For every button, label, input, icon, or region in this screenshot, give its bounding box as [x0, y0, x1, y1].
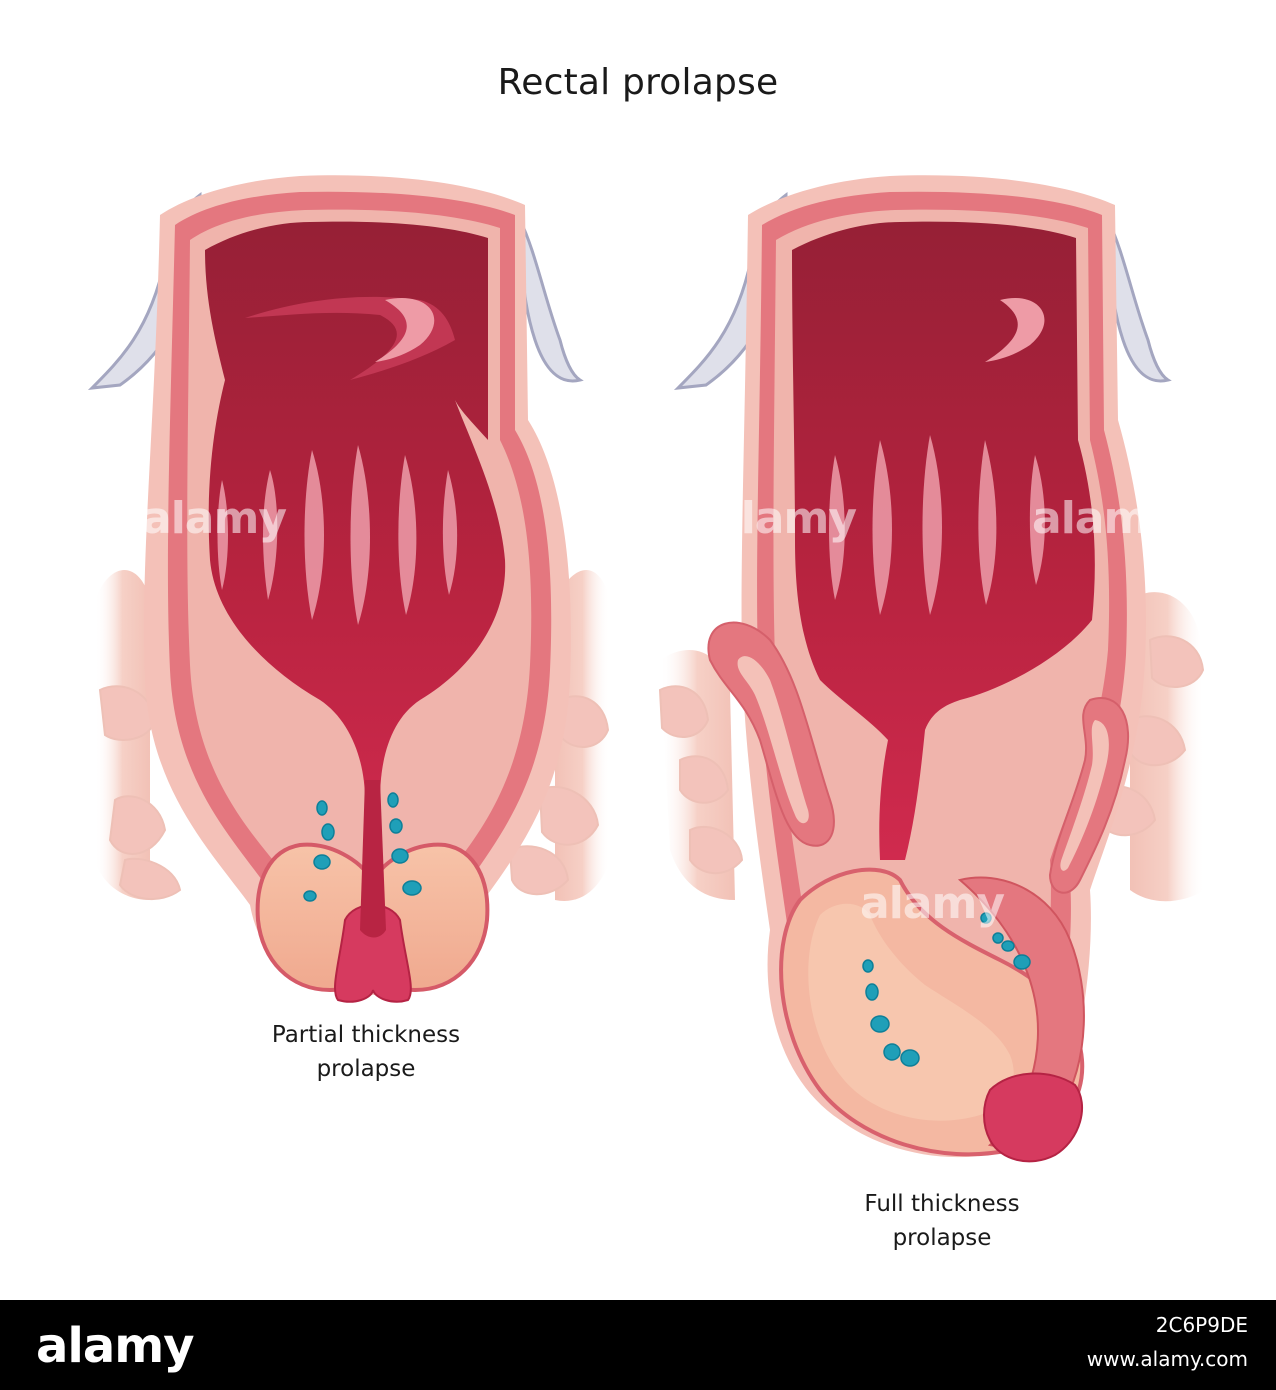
fat-lobules-right	[508, 695, 610, 896]
mucosal-folds	[217, 445, 458, 625]
image-id: 2C6P9DE	[1155, 1313, 1248, 1337]
transverse-fold	[985, 298, 1045, 362]
rectal-lumen	[792, 221, 1095, 861]
fat-lobules-left	[658, 685, 744, 875]
full-prolapse-diagram	[658, 175, 1205, 1163]
site-url: www.alamy.com	[1086, 1347, 1248, 1371]
fold-highlight	[375, 298, 435, 362]
transverse-fold	[245, 296, 455, 380]
watermark: alamy	[1032, 493, 1177, 544]
label-line: Partial thickness	[271, 1022, 461, 1048]
watermark: alamy	[142, 493, 287, 544]
mucosa-rosette	[334, 904, 412, 1003]
peritoneum-right	[518, 219, 584, 383]
partial-prolapse-diagram	[87, 175, 610, 1003]
diagram-title: Rectal prolapse	[497, 62, 779, 103]
anal-canal	[360, 780, 386, 938]
label-line: prolapse	[892, 1225, 992, 1251]
mucosal-folds	[829, 435, 1045, 615]
fat-lobules-left	[98, 685, 182, 901]
label-line: prolapse	[316, 1056, 416, 1082]
label-full-thickness: Full thickness prolapse	[812, 1187, 1072, 1255]
hemorrhoidal-vessels-lower	[862, 959, 920, 1067]
label-partial-thickness: Partial thickness prolapse	[236, 1018, 496, 1086]
hemorrhoidal-vessels-upper	[980, 912, 1031, 970]
brand-logo: alamy	[36, 1318, 195, 1374]
footer-bar: alamy 2C6P9DE www.alamy.com	[0, 1300, 1276, 1390]
label-line: Full thickness	[864, 1191, 1020, 1217]
stock-info: 2C6P9DE www.alamy.com	[1087, 1308, 1248, 1376]
watermark: alamy	[860, 878, 1005, 929]
prolapsed-mass-inner	[808, 903, 1014, 1121]
hemorrhoidal-vessels-right	[387, 792, 422, 896]
hemorrhoidal-vessels-left	[303, 800, 335, 902]
everted-loop-right-inner	[1060, 720, 1109, 871]
watermark: alamy	[712, 493, 857, 544]
illustration	[87, 175, 1205, 1163]
everted-loop-left-inner	[737, 656, 809, 824]
mucosa-rosette	[983, 1072, 1084, 1163]
